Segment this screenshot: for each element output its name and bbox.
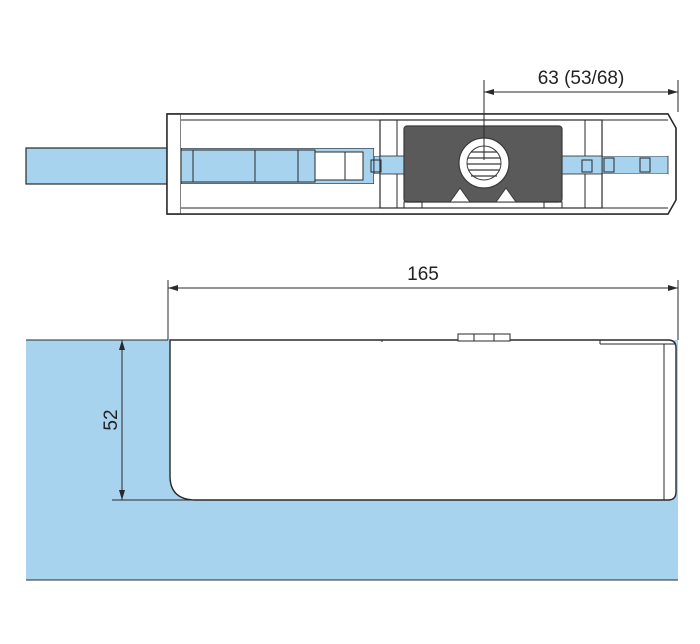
side-view: 165 52 xyxy=(26,264,679,581)
top-insert-notch-right xyxy=(495,187,517,203)
side-height-dimension: 52 xyxy=(101,339,196,501)
top-dimension: 63 (53/68) xyxy=(483,68,679,160)
side-width-label: 165 xyxy=(407,264,439,285)
top-body-left-cap xyxy=(166,113,182,215)
side-width-dimension: 165 xyxy=(167,264,679,340)
top-insert-notch-left xyxy=(449,187,471,203)
top-view: 63 (53/68) xyxy=(25,68,679,215)
top-pressure-plate xyxy=(180,149,316,183)
side-clamp-body xyxy=(169,339,677,501)
top-end-block xyxy=(314,151,364,181)
top-dimension-label: 63 (53/68) xyxy=(538,68,625,89)
side-screw-cap xyxy=(457,333,511,342)
side-height-label: 52 xyxy=(101,409,122,430)
